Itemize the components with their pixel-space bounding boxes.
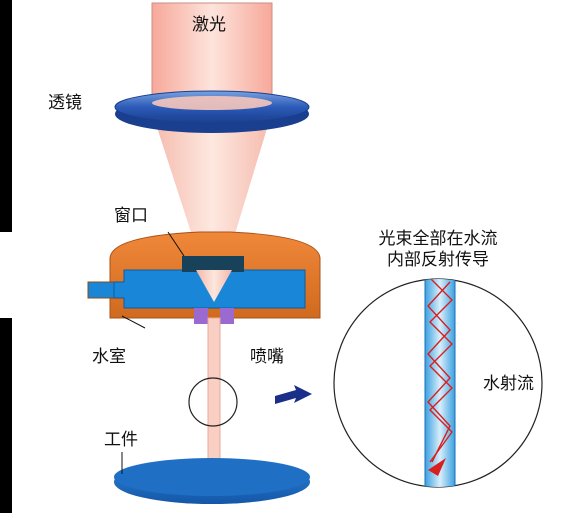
label-lens: 透镜 (48, 93, 82, 113)
left-edge-bar-bottom (0, 318, 12, 513)
label-total-reflection-line2: 内部反射传导 (387, 250, 489, 270)
zoom-view (333, 278, 543, 488)
label-water-chamber: 水室 (92, 347, 126, 367)
water-chamber (87, 231, 321, 324)
leader-lines (121, 231, 185, 474)
label-window: 窗口 (114, 206, 148, 226)
right-arrow-icon (275, 385, 312, 404)
label-total-reflection-line1: 光束全部在水流 (378, 229, 498, 249)
label-workpiece: 工件 (104, 430, 138, 450)
zoom-circle-icon (188, 377, 238, 427)
label-laser: 激光 (192, 15, 226, 35)
label-water-jet: 水射流 (483, 374, 534, 394)
workpiece (114, 458, 310, 504)
label-nozzle: 喷嘴 (250, 347, 284, 367)
lens (114, 90, 310, 133)
focus-cone (152, 112, 272, 303)
laser-beam (151, 2, 273, 106)
left-edge-bar-top (0, 0, 12, 232)
